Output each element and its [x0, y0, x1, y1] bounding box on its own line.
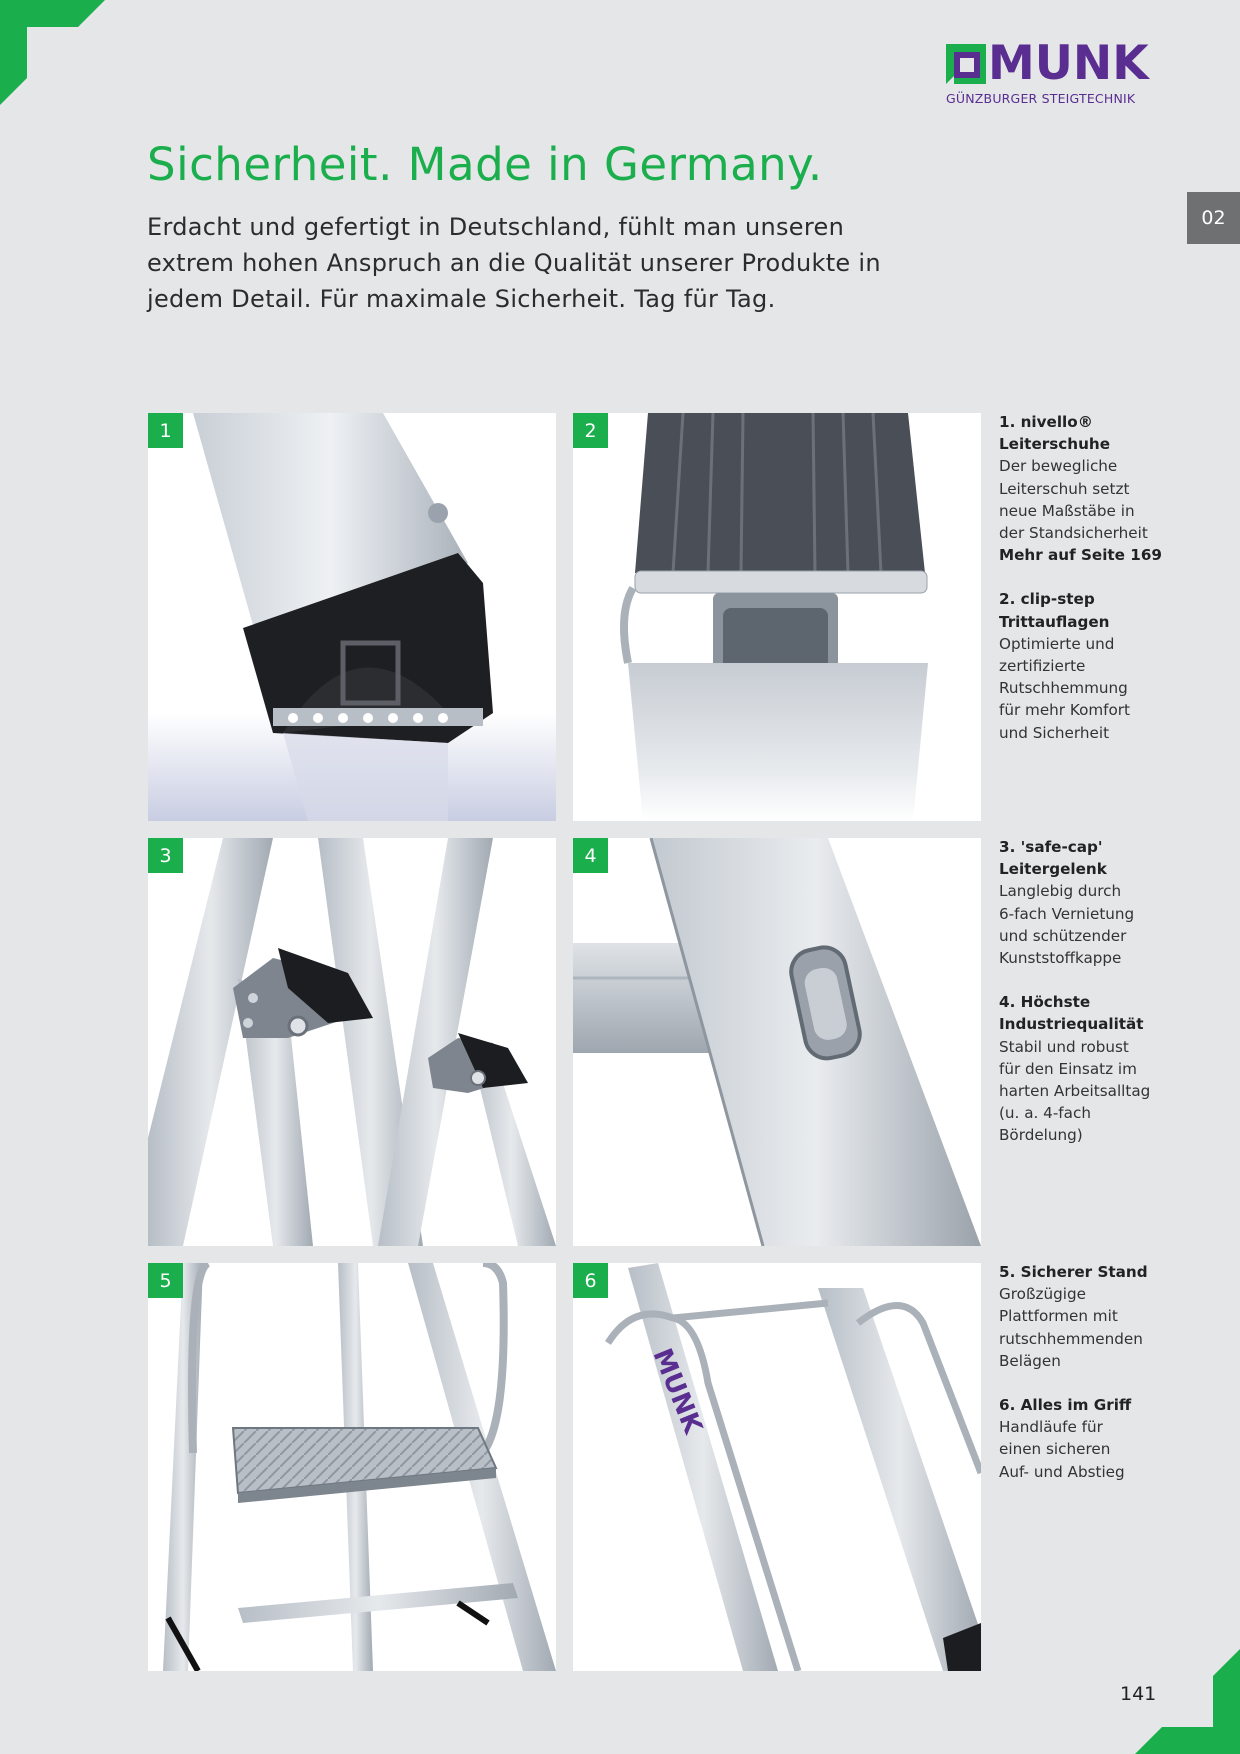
photo-number-badge: 3 — [148, 838, 183, 873]
caption-text: rutschhemmenden — [999, 1329, 1143, 1348]
caption-title: Leitergelenk — [999, 860, 1107, 879]
caption-group-3-4: 3. 'safe-cap' Leitergelenk Langlebig dur… — [999, 836, 1174, 1147]
caption-text: neue Maßstäbe in — [999, 501, 1135, 520]
photo-ladder-shoe: 1 — [148, 413, 556, 821]
caption-text: für mehr Komfort — [999, 701, 1131, 720]
photo-number-badge: 4 — [573, 838, 608, 873]
caption-text: Langlebig durch — [999, 882, 1122, 901]
brand-tagline: GÜNZBURGER STEIGTECHNIK — [946, 91, 1136, 106]
intro-paragraph: Erdacht und gefertigt in Deutschland, fü… — [147, 213, 881, 313]
caption-text: Bördelung) — [999, 1126, 1083, 1145]
page-number: 141 — [1120, 1683, 1157, 1705]
caption-title: 6. Alles im Griff — [999, 1396, 1132, 1415]
photo-platform: 5 — [148, 1263, 556, 1671]
photo-number-badge: 5 — [148, 1263, 183, 1298]
caption-text: für den Einsatz im — [999, 1059, 1137, 1078]
photo-handrail: 6 MUNK — [573, 1263, 981, 1671]
caption-text: Großzügige — [999, 1285, 1086, 1304]
photo-step-profile: 2 — [573, 413, 981, 821]
caption-group-1-2: 1. nivello® Leiterschuhe Der bewegliche … — [999, 411, 1174, 744]
caption-text: Der bewegliche — [999, 457, 1118, 476]
caption-text: Optimierte und — [999, 634, 1115, 653]
corner-decoration-top-left — [0, 0, 105, 105]
photo-ladder-joint: 3 — [148, 838, 556, 1246]
platform-photo-icon — [163, 1263, 556, 1671]
caption-title: Trittauflagen — [999, 612, 1110, 631]
brand-name: MUNK — [988, 36, 1149, 91]
caption-title: Leiterschuhe — [999, 435, 1111, 454]
caption-text: Belägen — [999, 1351, 1061, 1370]
ladder-joint-photo-icon — [148, 838, 556, 1246]
photo-number-badge: 6 — [573, 1263, 608, 1298]
caption-text: Rutschhemmung — [999, 679, 1128, 698]
caption-text: Plattformen mit — [999, 1307, 1118, 1326]
caption-text: (u. a. 4-fach — [999, 1104, 1091, 1123]
caption-text: Kunststoffkappe — [999, 949, 1122, 968]
caption-title: 3. 'safe-cap' — [999, 838, 1103, 856]
caption-group-5-6: 5. Sicherer Stand Großzügige Plattformen… — [999, 1261, 1174, 1483]
caption-text: 6-fach Vernietung — [999, 904, 1135, 923]
caption-text: Leiterschuh setzt — [999, 479, 1130, 498]
caption-text: harten Arbeitsalltag — [999, 1082, 1151, 1101]
caption-title: 2. clip-step — [999, 590, 1095, 609]
caption-text: und Sicherheit — [999, 723, 1110, 742]
caption-text: der Standsicherheit — [999, 524, 1148, 543]
caption-text: Handläufe für — [999, 1418, 1103, 1437]
caption-page-reference[interactable]: Mehr auf Seite 169 — [999, 546, 1162, 565]
munk-logo-icon — [946, 44, 986, 84]
caption-text: zertifizierte — [999, 657, 1086, 676]
caption-title: 4. Höchste — [999, 993, 1091, 1012]
caption-text: einen sicheren — [999, 1440, 1111, 1459]
caption-title: 5. Sicherer Stand — [999, 1263, 1148, 1281]
svg-text:MUNK: MUNK — [647, 1344, 708, 1438]
caption-text: und schützender — [999, 926, 1127, 945]
handrail-photo-icon: MUNK — [605, 1263, 981, 1671]
ladder-rail-photo-icon — [573, 838, 981, 1246]
section-tab: 02 — [1187, 192, 1240, 244]
photo-ladder-rail: 4 — [573, 838, 981, 1246]
caption-text: Auf- und Abstieg — [999, 1462, 1125, 1481]
caption-title: 1. nivello® — [999, 413, 1093, 431]
corner-decoration-bottom-right — [1135, 1649, 1240, 1754]
caption-title: Industriequalität — [999, 1015, 1144, 1034]
caption-text: Stabil und robust — [999, 1037, 1129, 1056]
page-headline: Sicherheit. Made in Germany. — [147, 138, 823, 191]
photo-number-badge: 2 — [573, 413, 608, 448]
photo-number-badge: 1 — [148, 413, 183, 448]
brand-logo[interactable]: MUNK GÜNZBURGER STEIGTECHNIK — [946, 36, 1152, 106]
ladder-shoe-photo-icon — [148, 413, 556, 821]
step-profile-photo-icon — [620, 413, 928, 821]
